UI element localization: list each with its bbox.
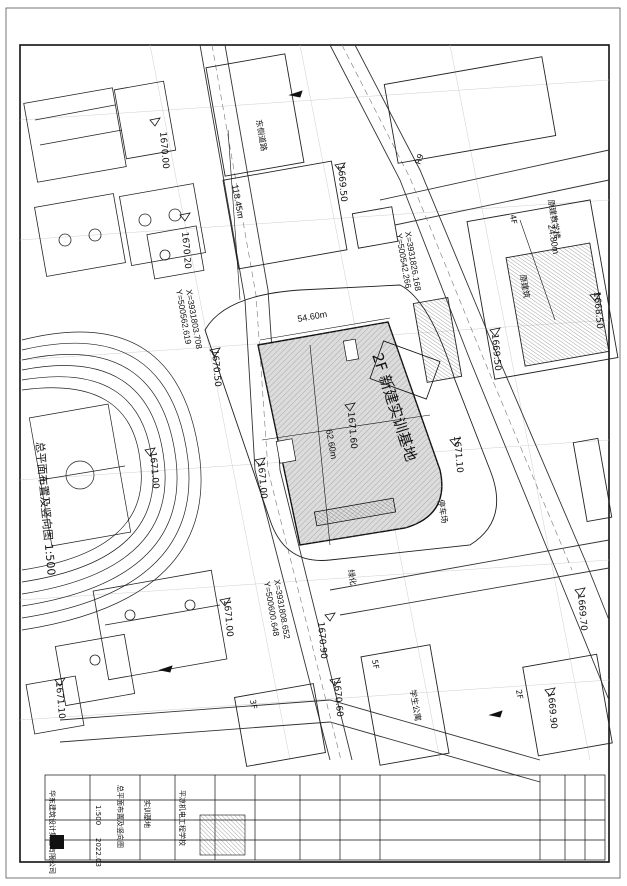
running-track	[21, 331, 202, 631]
elevation-label: 1669.70	[575, 593, 588, 631]
elevation-label: 1670.90	[315, 621, 328, 659]
elevation-label: 1669.50	[489, 333, 502, 371]
floor-label: 2F	[514, 689, 525, 700]
elevation-label: 1669.90	[545, 691, 558, 729]
elevation-label: 1670.60	[331, 679, 344, 717]
project-subname: 实训基地	[143, 800, 152, 828]
elevation-label: 1670.20	[179, 231, 192, 269]
building-label: 学生公寓	[408, 689, 423, 722]
elevation-label: 1671.00	[255, 461, 268, 499]
road-network	[59, 44, 610, 783]
building-label: 原建筑	[518, 274, 532, 299]
dimension-lines	[227, 129, 556, 546]
new-training-building	[204, 284, 498, 561]
elevation-label: 1671.10	[451, 435, 464, 473]
company-name: 华东建筑设计集团有限公司	[48, 790, 57, 874]
elevation-markers	[54, 117, 601, 697]
parking-label: 停车场	[436, 499, 450, 524]
radius-label: R9	[413, 153, 425, 166]
approval-stamps	[199, 814, 246, 856]
title-block	[44, 774, 606, 861]
elevation-label: 1669.50	[335, 164, 348, 202]
elevation-label: 1671.60	[345, 411, 358, 449]
drawing-name-block: 总平面布置及竖向图	[116, 785, 125, 848]
road-arrows	[158, 90, 503, 718]
drawing-title: 总平面布置及竖向图 1:500	[33, 441, 59, 576]
sheet-border-outer	[5, 7, 621, 879]
floor-label: 3F	[248, 699, 259, 710]
sports-courts	[23, 80, 228, 735]
company-logo	[50, 835, 64, 849]
sheet-border-inner	[19, 44, 610, 863]
road-label: 东侧道路	[254, 119, 269, 152]
project-name: 平凉机电工程学校	[178, 790, 187, 846]
green-label: 绿化	[346, 569, 359, 586]
dimension-label: 54.60m	[297, 309, 328, 324]
elevation-label: 1671.00	[221, 599, 234, 637]
elevation-label: 1668.50	[591, 291, 604, 329]
floor-label: 5F	[370, 659, 381, 670]
scale-value: 1:500	[94, 805, 102, 825]
elevation-label: 1671.10	[53, 681, 66, 719]
elevation-label: 1670.00	[157, 131, 170, 169]
date-value: 2022.03	[94, 838, 102, 867]
elevation-label: 1671.00	[147, 451, 160, 489]
elevation-label: 1670.50	[209, 349, 222, 387]
dimension-label: 118.45m	[230, 184, 246, 220]
floor-label: 4F	[508, 214, 519, 225]
existing-buildings	[205, 53, 619, 767]
